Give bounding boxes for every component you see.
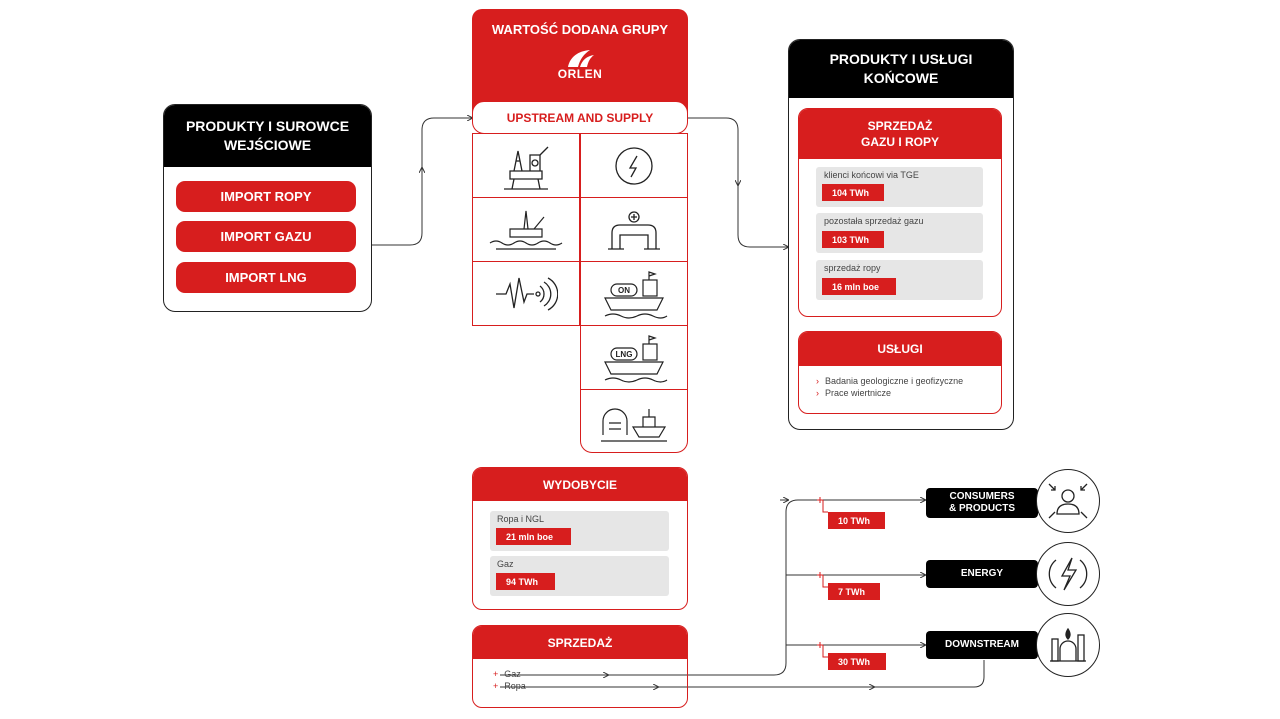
sales-item-value: 103 TWh xyxy=(822,231,884,248)
seismic-cell xyxy=(472,261,580,326)
services-item: › Prace wiertnicze xyxy=(816,388,891,398)
downstream-circle xyxy=(1036,613,1100,677)
upstream-label-box: UPSTREAM AND SUPPLY xyxy=(472,101,688,134)
sales-item-label: sprzedaż ropy xyxy=(824,263,881,273)
sales-gas-item: + Gaz xyxy=(493,669,521,679)
sales-item-value: 104 TWh xyxy=(822,184,884,201)
sales-oil-item: + Ropa xyxy=(493,681,526,691)
outputs-title-line1: PRODUKTY I USŁUGI xyxy=(829,51,973,67)
orlen-logo-icon xyxy=(568,50,594,67)
energy-cycle-cell xyxy=(580,133,688,198)
energy-circle xyxy=(1036,542,1100,606)
services-title: USŁUGI xyxy=(799,332,1001,366)
chevron-right-icon: › xyxy=(816,376,819,386)
consumers-products-label: CONSUMERS & PRODUCTS xyxy=(926,488,1038,518)
plus-icon: + xyxy=(493,681,499,691)
consumers-label-line1: CONSUMERS xyxy=(949,491,1015,502)
sea-rig-cell xyxy=(472,197,580,262)
pipeline-icon xyxy=(608,210,660,250)
sales-gas-label: Gaz xyxy=(504,669,521,679)
extraction-item-label: Gaz xyxy=(497,559,514,569)
consumers-label-line2: & PRODUCTS xyxy=(948,503,1016,514)
energy-cycle-icon xyxy=(615,146,653,185)
refinery-icon xyxy=(1050,627,1086,662)
chevron-right-icon: › xyxy=(816,388,819,398)
tanker-on-cell: ON xyxy=(580,261,688,326)
group-value-title: WARTOŚĆ DODANA GRUPY xyxy=(491,22,669,37)
consumers-circle xyxy=(1036,469,1100,533)
sales-item-value: 16 mln boe xyxy=(822,278,896,295)
extraction-title: WYDOBYCIE xyxy=(473,468,687,501)
orlen-logo-text: ORLEN xyxy=(557,67,603,81)
inputs-title-line2: WEJŚCIOWE xyxy=(223,137,312,153)
group-value-header: WARTOŚĆ DODANA GRUPY ORLEN xyxy=(472,9,688,113)
lightning-icon xyxy=(1048,557,1088,591)
energy-label: ENERGY xyxy=(926,560,1038,588)
offshore-platform-cell xyxy=(472,133,580,198)
lng-tanker-icon: LNG xyxy=(604,334,668,383)
sea-rig-icon xyxy=(489,210,563,250)
inputs-title-line1: PRODUKTY I SUROWCE xyxy=(185,118,350,134)
sales-gas-oil-title-line2: GAZU I ROPY xyxy=(860,135,939,149)
tanker-lng-label: LNG xyxy=(616,350,633,359)
downstream-label: DOWNSTREAM xyxy=(926,631,1038,659)
flow-value-downstream: 30 TWh xyxy=(828,653,886,670)
upstream-label: UPSTREAM AND SUPPLY xyxy=(506,110,654,125)
flow-value-consumers: 10 TWh xyxy=(828,512,885,529)
terminal-cell xyxy=(580,389,688,453)
sales-title: SPRZEDAŻ xyxy=(473,626,687,659)
pipeline-cell xyxy=(580,197,688,262)
flow-value-energy: 7 TWh xyxy=(828,583,880,600)
services-item: › Badania geologiczne i geofizyczne xyxy=(816,376,963,386)
sales-gas-oil-title: SPRZEDAŻ GAZU I ROPY xyxy=(799,109,1001,159)
input-item-import-lng: IMPORT LNG xyxy=(176,262,356,293)
services-item-label: Prace wiertnicze xyxy=(825,388,892,398)
input-item-import-gazu: IMPORT GAZU xyxy=(176,221,356,252)
sales-item-label: pozostała sprzedaż gazu xyxy=(824,216,924,226)
inputs-title: PRODUKTY I SUROWCE WEJŚCIOWE xyxy=(164,105,371,167)
seismic-wave-icon xyxy=(496,276,558,311)
input-item-import-ropy: IMPORT ROPY xyxy=(176,181,356,212)
person-icon xyxy=(1048,483,1088,519)
offshore-platform-icon xyxy=(504,146,549,190)
extraction-item-value: 21 mln boe xyxy=(496,528,571,545)
tanker-on-label: ON xyxy=(618,286,630,295)
extraction-item-label: Ropa i NGL xyxy=(497,514,545,524)
plus-icon: + xyxy=(493,669,499,679)
lng-terminal-icon xyxy=(601,408,667,442)
services-item-label: Badania geologiczne i geofizyczne xyxy=(825,376,964,386)
tanker-lng-cell: LNG xyxy=(580,325,688,390)
sales-item-label: klienci końcowi via TGE xyxy=(824,170,919,180)
extraction-item-value: 94 TWh xyxy=(496,573,555,590)
outputs-title: PRODUKTY I USŁUGI KOŃCOWE xyxy=(789,40,1013,98)
sales-oil-label: Ropa xyxy=(504,681,526,691)
services-card: USŁUGI xyxy=(798,331,1002,414)
sales-card: SPRZEDAŻ xyxy=(472,625,688,708)
oil-tanker-icon: ON xyxy=(604,270,668,319)
sales-gas-oil-title-line1: SPRZEDAŻ xyxy=(867,119,933,133)
outputs-title-line2: KOŃCOWE xyxy=(863,70,939,86)
